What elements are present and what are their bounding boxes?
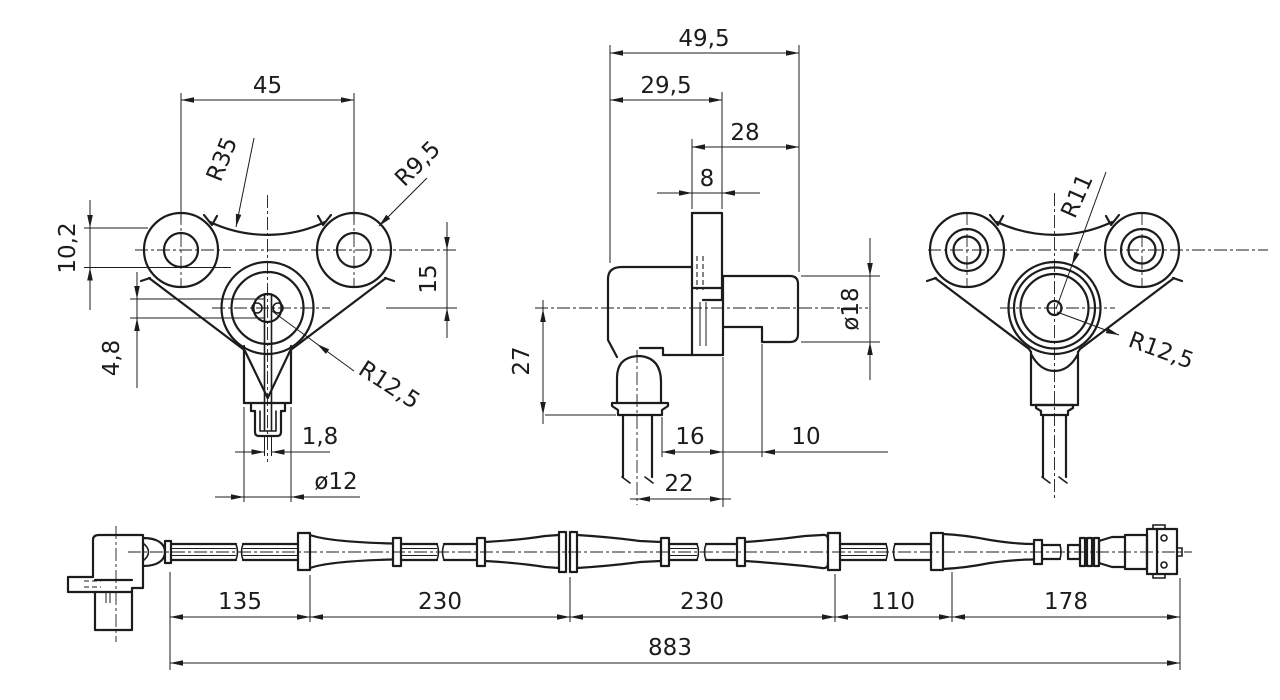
cable-connector	[1066, 524, 1183, 579]
dim-16: 16	[675, 424, 704, 450]
front-view-dimensions: 45 10,2 4,8 15 R35 R9,5 R12,5	[55, 73, 457, 502]
dim-230-a: 230	[418, 589, 462, 615]
dim-4-8: 4,8	[99, 340, 125, 377]
dim-230-b: 230	[680, 589, 724, 615]
rear-view-dimensions: R11 R12,5	[1055, 170, 1197, 375]
side-view-centerlines	[535, 307, 868, 505]
dim-28: 28	[730, 120, 759, 146]
dim-22: 22	[664, 471, 693, 497]
front-view-outline	[84, 211, 396, 438]
dim-dia18: ø18	[838, 287, 864, 330]
cable-view: 135 230 230 110 178 883	[66, 524, 1192, 670]
dim-49-5: 49,5	[678, 26, 729, 52]
dim-dia12: ø12	[314, 469, 357, 495]
side-view-dimensions: 49,5 29,5 28 8 27 ø18 16	[509, 26, 888, 507]
dim-r12-5-front: R12,5	[354, 356, 425, 414]
dim-29-5: 29,5	[640, 73, 691, 99]
dim-110: 110	[871, 589, 915, 615]
dim-r11: R11	[1057, 170, 1099, 222]
dim-r35: R35	[202, 134, 243, 186]
dim-8: 8	[700, 166, 715, 192]
dim-135: 135	[218, 589, 262, 615]
dim-r12-5-rear: R12,5	[1125, 327, 1197, 374]
dim-10: 10	[791, 424, 820, 450]
dim-883: 883	[648, 635, 692, 661]
side-view-outline	[606, 211, 800, 484]
cable-centerlines	[115, 526, 1192, 642]
dim-15: 15	[416, 264, 442, 293]
dim-1-8: 1,8	[302, 424, 339, 450]
front-view: 45 10,2 4,8 15 R35 R9,5 R12,5	[55, 73, 457, 502]
dim-45-width: 45	[253, 73, 282, 99]
cable-dimensions: 135 230 230 110 178 883	[169, 572, 1181, 670]
dim-27: 27	[509, 346, 535, 375]
dim-10-2: 10,2	[55, 222, 81, 273]
dim-178: 178	[1044, 589, 1088, 615]
rear-view-centerlines	[928, 193, 1268, 500]
cable-body	[169, 530, 1062, 574]
cable-sensor-head	[66, 533, 173, 632]
rear-view: R11 R12,5	[925, 170, 1268, 500]
front-view-centerlines	[135, 195, 457, 462]
side-view: 49,5 29,5 28 8 27 ø18 16	[509, 26, 888, 507]
dim-r9-5: R9,5	[390, 136, 446, 192]
